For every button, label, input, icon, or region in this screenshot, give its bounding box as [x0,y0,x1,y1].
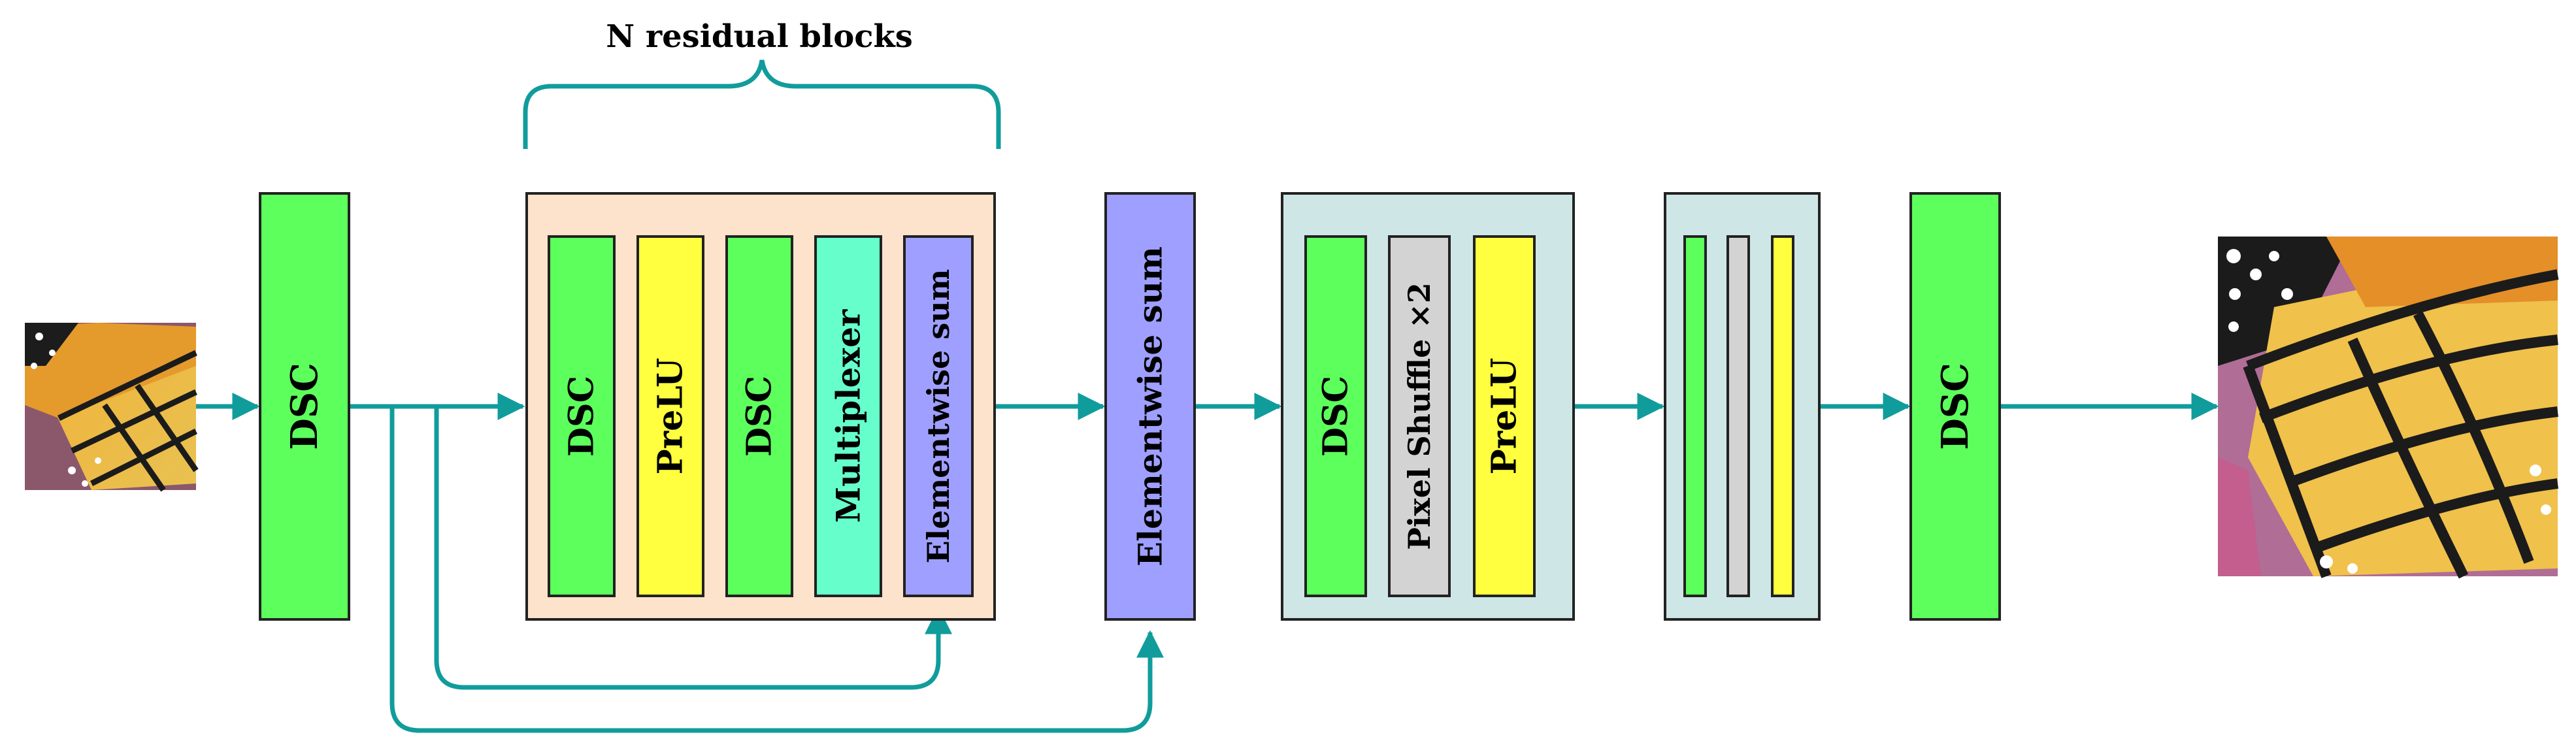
residual-brace: N residual blocks [523,18,1001,149]
dsc-first-label: DSC [283,363,326,450]
compact-layer-gray [1726,235,1750,597]
butterfly-wing-high-res-icon [2218,237,2559,579]
residual-layer-multiplexer [814,235,882,597]
residual-layer-dsc-1 [548,235,616,597]
upsample-label-pixel-shuffle: Pixel Shuffle ×2 [1402,282,1437,550]
residual-layer-elementwise-sum [903,235,974,597]
butterfly-wing-low-res-icon [25,323,199,492]
upsample-label-prelu: PreLU [1485,358,1525,475]
residual-label-dsc-2: DSC [740,376,780,457]
flow-arrows [196,393,2219,733]
upsample-block: DSC Pixel Shuffle ×2 PreLU [1281,192,1575,621]
dsc-block-last: DSC [1909,192,2001,621]
residual-label-elementwise-sum: Elementwise sum [921,269,956,564]
residual-layer-dsc-2 [725,235,793,597]
compact-layer-green [1683,235,1707,597]
skip-connection-inner [434,406,952,690]
skip-connection-outer [389,406,1164,733]
dsc-block-first: DSC [259,192,350,621]
dsc-last-label: DSC [1934,363,1977,450]
residual-layer-prelu [636,235,704,597]
upsample-layer-dsc [1304,235,1367,597]
output-image [2218,237,2559,579]
upsample-label-dsc: DSC [1316,376,1356,457]
upsample-block-compact [1664,192,1821,621]
residual-label-dsc-1: DSC [562,376,602,457]
upsample-layer-pixel-shuffle [1388,235,1451,597]
elementwise-sum-label: Elementwise sum [1131,246,1170,566]
residual-label-multiplexer: Multiplexer [829,309,868,523]
compact-layer-yellow [1771,235,1794,597]
brace-label: N residual blocks [606,18,913,55]
upsample-layer-prelu [1473,235,1536,597]
elementwise-sum-block: Elementwise sum [1104,192,1196,621]
residual-block: DSC PreLU DSC Multiplexer Elementwise su… [525,192,996,621]
residual-label-prelu: PreLU [651,358,691,475]
input-image [25,323,199,492]
